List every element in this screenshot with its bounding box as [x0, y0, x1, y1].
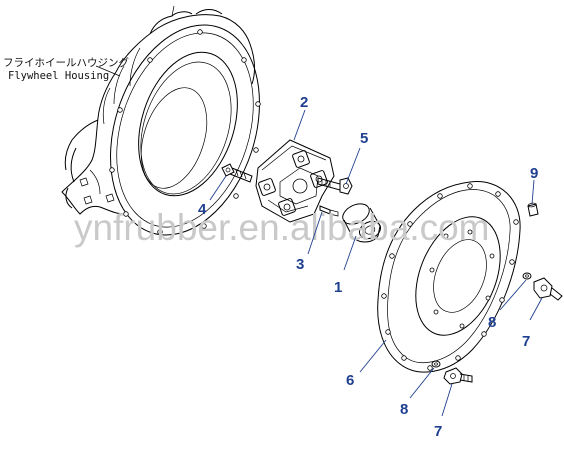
bolt-part-5 — [317, 177, 353, 195]
flywheel-housing — [61, 5, 261, 236]
callout-3: 3 — [296, 256, 304, 273]
callout-1: 1 — [334, 279, 342, 296]
bolt-part-7-lower — [443, 367, 473, 385]
callout-9: 9 — [530, 165, 538, 182]
coupling-part-2 — [255, 139, 335, 223]
pin-part-3 — [319, 205, 339, 217]
callout-8-upper: 8 — [488, 314, 496, 331]
cover-plate-part-6 — [377, 181, 521, 373]
callout-7-lower: 7 — [434, 423, 442, 440]
dowel-pin-part-9 — [527, 202, 539, 217]
housing-label-japanese: フライホイールハウジング — [3, 56, 129, 69]
washer-part-8-lower — [431, 360, 441, 368]
callout-8-lower: 8 — [400, 401, 408, 418]
callout-6: 6 — [346, 372, 354, 389]
watermark-text: ynfrubber.en.alibaba.com — [74, 207, 490, 248]
boss-part-1 — [342, 203, 382, 243]
bolt-part-7-upper — [533, 277, 563, 301]
callout-5: 5 — [360, 130, 368, 147]
callout-4: 4 — [198, 201, 207, 218]
housing-leader-line — [95, 65, 121, 77]
housing-label-english: Flywheel Housing — [8, 70, 109, 82]
callout-2: 2 — [300, 94, 308, 111]
washer-part-8-upper — [522, 272, 532, 280]
bolt-part-4 — [221, 163, 253, 183]
callout-leaders — [209, 109, 543, 417]
callout-7-upper: 7 — [522, 333, 530, 350]
